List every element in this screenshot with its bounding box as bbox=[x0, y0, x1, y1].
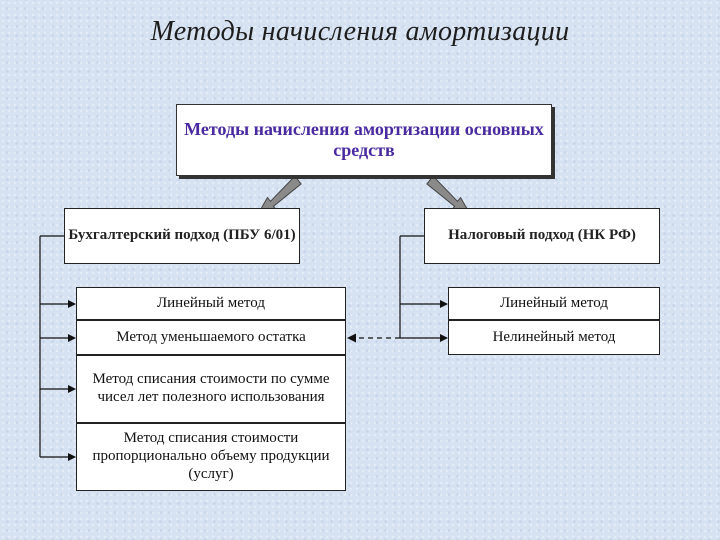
tax-approach-label: Налоговый подход (НК РФ) bbox=[448, 227, 636, 244]
method-label: Метод списания стоимости пропорционально… bbox=[92, 430, 330, 482]
tax-method-nonlinear: Нелинейный метод bbox=[448, 320, 660, 355]
accounting-method-sum-of-years: Метод списания стоимости по сумме чисел … bbox=[76, 355, 346, 423]
method-label: Метод уменьшаемого остатка bbox=[116, 328, 306, 345]
accounting-approach-label: Бухгалтерский подход (ПБУ 6/01) bbox=[68, 227, 296, 244]
method-label: Нелинейный метод bbox=[492, 328, 616, 345]
dashed-link-arrow bbox=[347, 333, 400, 343]
accounting-approach-box: Бухгалтерский подход (ПБУ 6/01) bbox=[64, 208, 300, 264]
accounting-bracket bbox=[39, 235, 76, 461]
accounting-method-units-of-production: Метод списания стоимости пропорционально… bbox=[76, 423, 346, 491]
tax-method-linear: Линейный метод bbox=[448, 287, 660, 320]
root-box: Методы начисления амортизации основных с… bbox=[176, 104, 552, 176]
root-label: Методы начисления амортизации основных с… bbox=[184, 118, 544, 160]
method-label: Линейный метод bbox=[499, 294, 608, 311]
slide-title: Методы начисления амортизации bbox=[150, 16, 570, 47]
method-label: Линейный метод bbox=[156, 294, 265, 311]
tax-approach-box: Налоговый подход (НК РФ) bbox=[424, 208, 660, 264]
method-label: Метод списания стоимости по сумме чисел … bbox=[92, 371, 330, 405]
accounting-method-declining-balance: Метод уменьшаемого остатка bbox=[76, 320, 346, 355]
accounting-method-linear: Линейный метод bbox=[76, 287, 346, 320]
tax-bracket bbox=[399, 235, 448, 342]
